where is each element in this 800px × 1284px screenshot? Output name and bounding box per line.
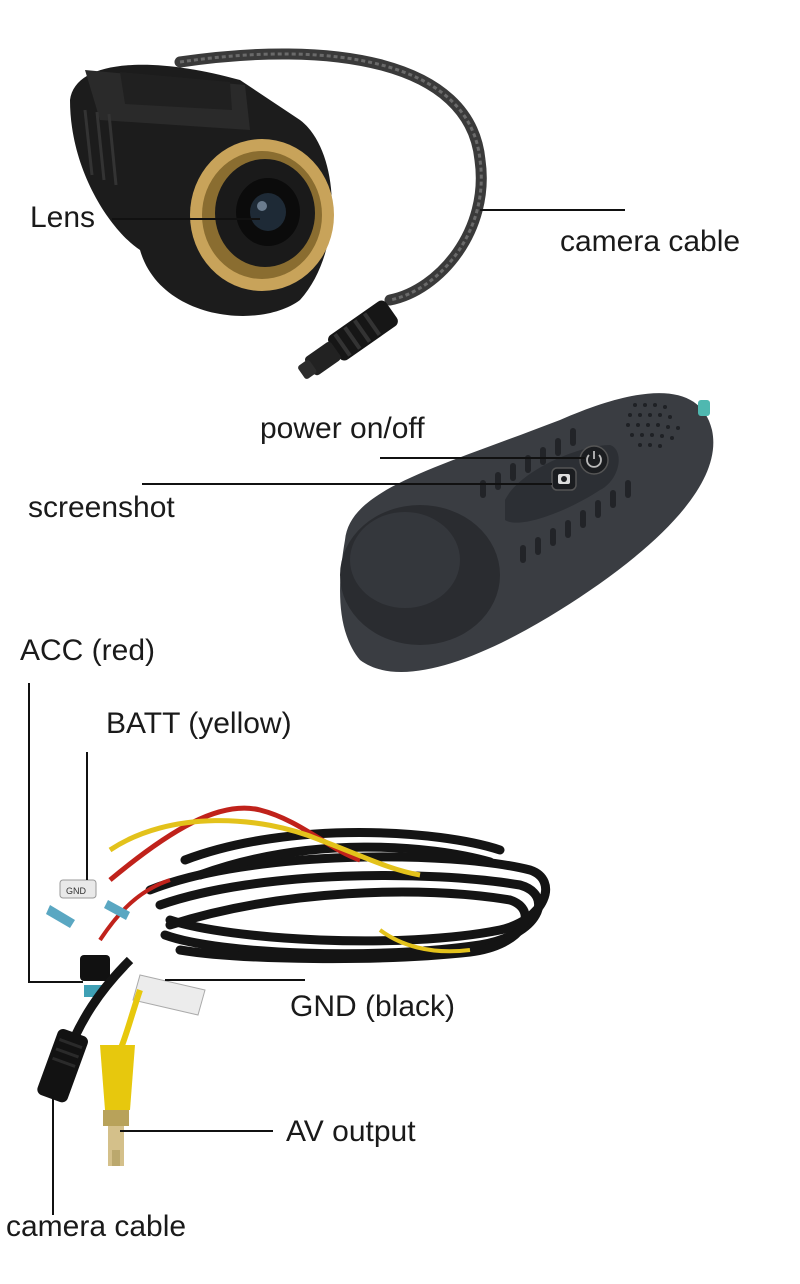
- lens-leader: [112, 218, 260, 220]
- camera-cable-top-label: camera cable: [560, 225, 741, 258]
- gnd-label: GND (black): [290, 990, 456, 1023]
- acc-leader-vertical: [28, 683, 30, 983]
- yellow-wire: [108, 818, 421, 878]
- batt-leader: [86, 752, 88, 880]
- acc-leader-horizontal: [28, 981, 83, 983]
- dash-camera: [70, 48, 487, 379]
- camera-icon: [558, 474, 570, 484]
- batt-label: BATT (yellow): [106, 707, 292, 740]
- wiring-harness: GND: [37, 805, 551, 1166]
- rca-connector: [100, 1045, 135, 1110]
- camera-cable-connector: [298, 300, 398, 379]
- gnd-leader: [165, 979, 305, 981]
- av-output-leader: [120, 1130, 273, 1132]
- av-output-label: AV output: [286, 1115, 416, 1148]
- lens-label: Lens: [30, 201, 96, 234]
- power-button[interactable]: [579, 445, 609, 475]
- camera-cable-top-leader: [480, 209, 625, 211]
- camera-cable-bottom-leader: [52, 1095, 54, 1215]
- power-leader: [380, 457, 585, 459]
- remote-control: [340, 393, 714, 672]
- gnd-tag: GND: [66, 886, 87, 896]
- acc-label: ACC (red): [20, 634, 156, 667]
- screenshot-label: screenshot: [28, 491, 175, 524]
- power-label: power on/off: [260, 412, 425, 445]
- camera-cable-bottom-label: camera cable: [6, 1210, 187, 1243]
- screenshot-leader: [142, 483, 552, 485]
- power-icon: [586, 451, 602, 468]
